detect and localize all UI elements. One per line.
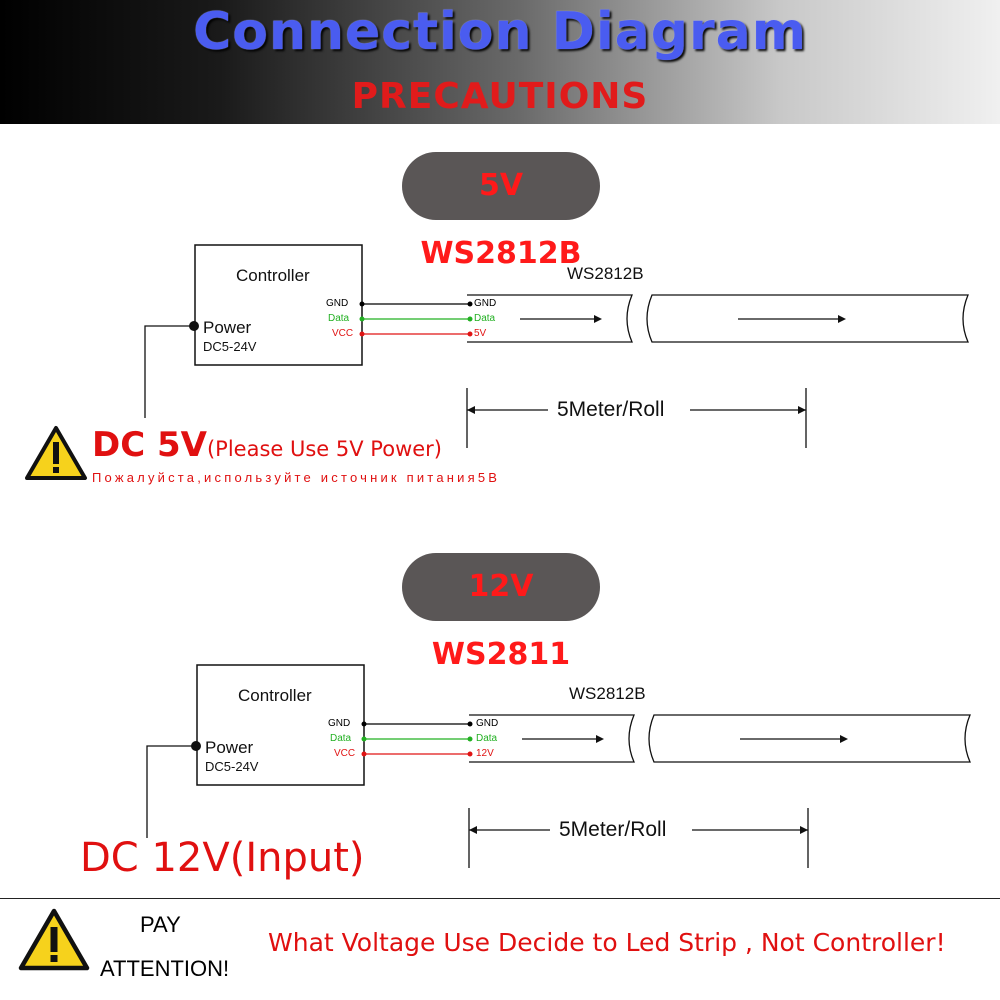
footer-divider — [0, 898, 1000, 899]
attention-label: ATTENTION! — [100, 956, 230, 981]
dc5v-warning: DC 5V(Please Use 5V Power) — [92, 425, 442, 465]
page-title: Connection Diagram — [193, 2, 807, 62]
length-label: 5Meter/Roll — [557, 398, 665, 421]
power-lead — [144, 325, 194, 418]
power-range: DC5-24V — [203, 339, 257, 354]
section1-badge-label: 5V WS2812B — [420, 168, 582, 271]
controller-pin-vcc: VCC — [334, 748, 356, 759]
page-subtitle: PRECAUTIONS — [351, 76, 649, 117]
dc12v-label: DC 12V(Input) — [80, 835, 365, 881]
section2-diagram: Controller GND Data VCC Power DC5-24V GN… — [0, 660, 1000, 920]
russian-note: Пожалуйста,используйте источник питания5… — [92, 470, 501, 485]
strip-pin-vcc: 5V — [474, 328, 487, 339]
power-lead — [146, 745, 196, 838]
warning-triangle-icon — [18, 908, 90, 971]
strip-pin-vcc: 12V — [476, 748, 494, 759]
dc5v-note: (Please Use 5V Power) — [206, 437, 442, 461]
strip-pin-data: Data — [474, 313, 496, 324]
vcc-dot — [359, 331, 365, 337]
strip-segment-1 — [467, 294, 633, 343]
warning-triangle-icon — [25, 426, 87, 480]
footer-message: What Voltage Use Decide to Led Strip , N… — [268, 928, 946, 957]
controller-label: Controller — [236, 266, 310, 285]
controller-pin-vcc: VCC — [332, 328, 354, 339]
power-label: Power — [203, 318, 252, 337]
power-label: Power — [205, 738, 254, 757]
gnd-dot — [359, 301, 365, 307]
strip-segment-2 — [646, 294, 969, 343]
strip-label: WS2812B — [569, 684, 646, 703]
section2-badge: 12V WS2811 — [402, 553, 600, 672]
controller-pin-gnd: GND — [326, 298, 349, 309]
strip-pin-gnd: GND — [476, 718, 499, 729]
strip-segment-1 — [469, 714, 635, 763]
controller-label: Controller — [238, 686, 312, 705]
power-range: DC5-24V — [205, 759, 259, 774]
pay-label: PAY — [140, 912, 181, 937]
dc5v-main: DC 5V — [92, 425, 207, 465]
section1-wiring-svg — [144, 244, 969, 448]
controller-pin-gnd: GND — [328, 718, 351, 729]
section2-badge-label: 12V WS2811 — [431, 569, 571, 672]
length-label: 5Meter/Roll — [559, 818, 667, 841]
controller-pin-data: Data — [330, 733, 352, 744]
controller-pin-data: Data — [328, 313, 350, 324]
header-banner: Connection Diagram PRECAUTIONS — [0, 0, 1000, 124]
strip-pin-data: Data — [476, 733, 498, 744]
section1-diagram: Controller GND Data VCC Power DC5-24V GN… — [0, 240, 1000, 500]
data-dot — [359, 316, 365, 322]
strip-pin-gnd: GND — [474, 298, 497, 309]
strip-label: WS2812B — [567, 264, 644, 283]
strip-segment-2 — [648, 714, 971, 763]
section2-wiring-svg — [146, 664, 971, 868]
section1-badge: 5V WS2812B — [402, 152, 600, 271]
